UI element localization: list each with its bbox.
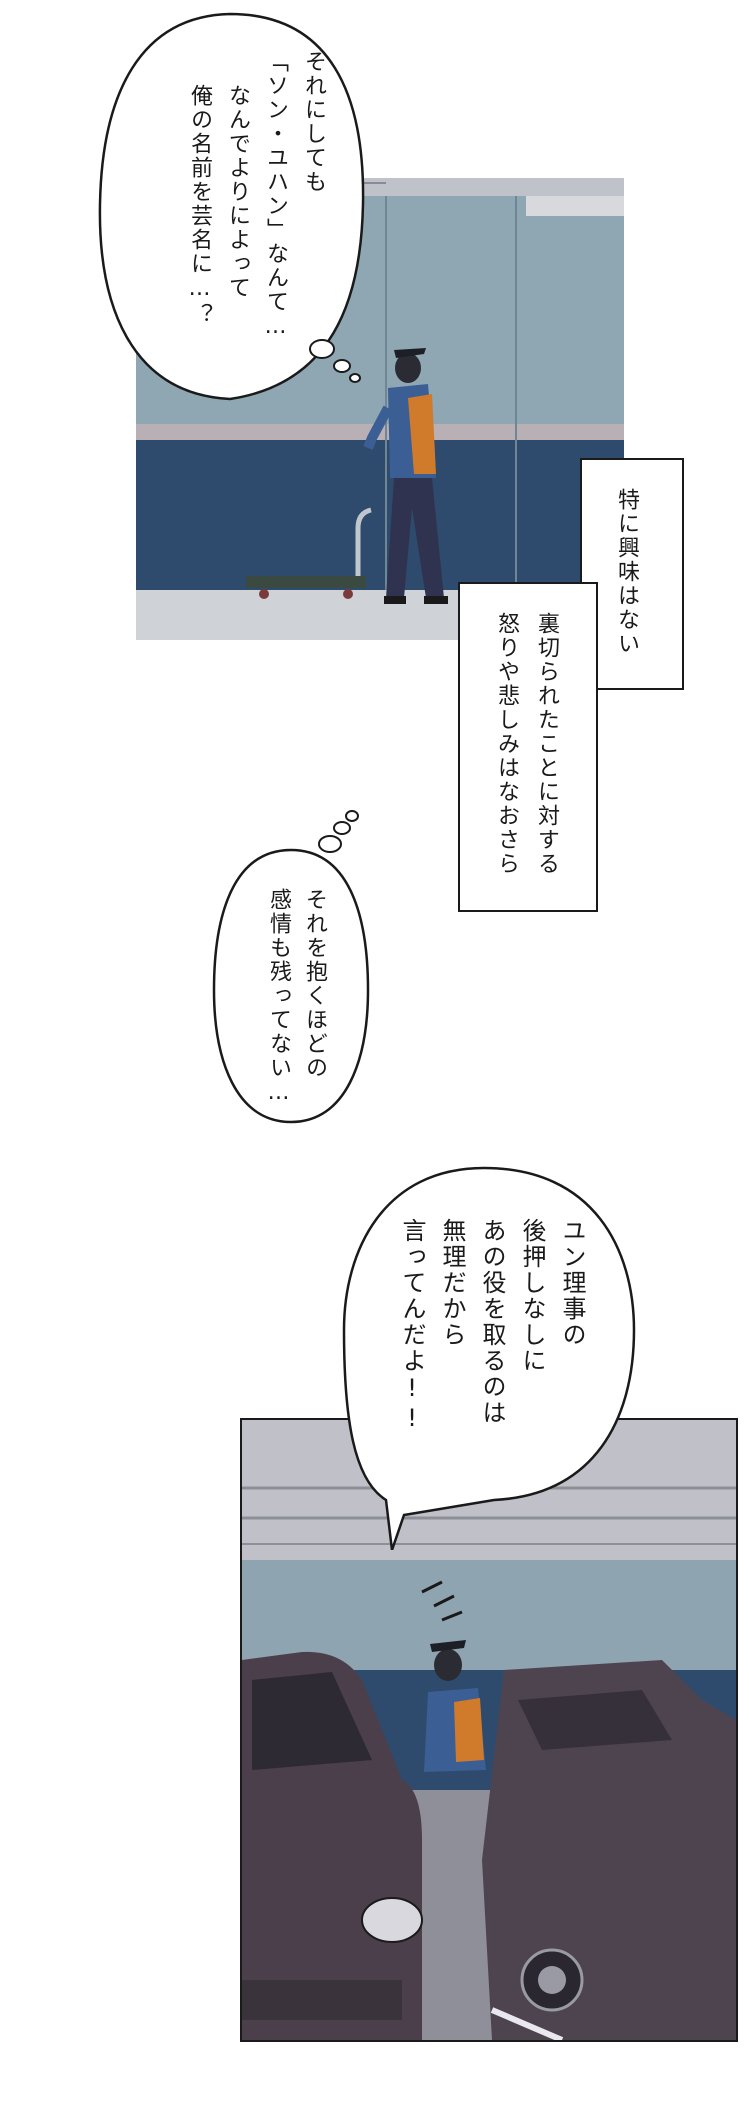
bubble3-line-1: ユン理事の xyxy=(558,1218,586,1348)
bubble3-line-3: あの役を取るのは xyxy=(478,1218,506,1426)
thought-bubble-2: それを抱くほどの 感情も残ってない… xyxy=(206,800,376,1130)
caption2-text: 裏切られたことに対する 怒りや悲しみはなおさら xyxy=(486,612,566,876)
thought-bubble-1: それにしても 「ソン・ユハン」なんて… なんでよりによって 俺の名前を芸名に…？ xyxy=(80,4,380,434)
caption1-text: 特に興味はない xyxy=(614,488,639,656)
bubble3-line-5: 言ってんだよ!! xyxy=(398,1218,426,1434)
bubble2-text: それを抱くほどの 感情も残ってない… xyxy=(260,888,332,1107)
caption2-line-1: 裏切られたことに対する xyxy=(534,612,559,876)
bubble1-line-3: なんでよりによって xyxy=(225,84,250,300)
bubble1-line-4: 俺の名前を芸名に…？ xyxy=(187,84,212,327)
bubble3-line-2: 後押しなしに xyxy=(518,1218,546,1374)
speech-bubble-3: ユン理事の 後押しなしに あの役を取るのは 無理だから 言ってんだよ!! xyxy=(334,1160,644,1550)
bubble-outline xyxy=(98,12,365,401)
parking-scene xyxy=(242,1420,736,2040)
bubble-outline-2 xyxy=(212,810,370,1124)
bubble1-line-2: 「ソン・ユハン」なんて… xyxy=(263,50,288,341)
bubble1-text: それにしても 「ソン・ユハン」なんて… なんでよりによって 俺の名前を芸名に…？ xyxy=(180,50,332,390)
bubble2-line-2: 感情も残ってない… xyxy=(266,888,291,1107)
caption2-line-2: 怒りや悲しみはなおさら xyxy=(494,612,519,876)
bubble-outline-3 xyxy=(342,1166,636,1550)
bubble3-text: ユン理事の 後押しなしに あの役を取るのは 無理だから 言ってんだよ!! xyxy=(392,1218,592,1434)
bubble2-line-1: それを抱くほどの xyxy=(302,888,327,1080)
panel-parking xyxy=(240,1418,738,2042)
bubble3-line-4: 無理だから xyxy=(438,1218,466,1348)
caption-box-2: 裏切られたことに対する 怒りや悲しみはなおさら xyxy=(458,582,598,912)
bubble1-line-1: それにしても xyxy=(301,50,326,194)
